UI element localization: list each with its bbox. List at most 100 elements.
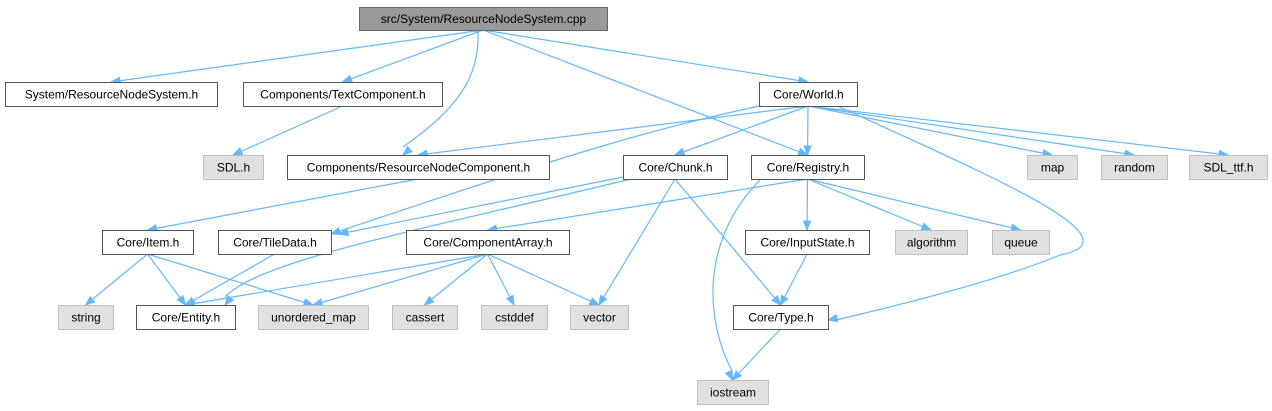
edge-line	[402, 29, 479, 148]
node-label: algorithm	[907, 236, 956, 250]
edge-type-to-iostream	[731, 328, 781, 382]
node-root[interactable]: src/System/ResourceNodeSystem.cpp	[359, 7, 608, 31]
edge-chunk-to-type	[674, 178, 782, 307]
edge-root-to-rescomp	[401, 29, 479, 156]
node-box	[218, 230, 332, 255]
node-box	[136, 305, 236, 330]
node-label: System/ResourceNodeSystem.h	[25, 88, 198, 102]
node-label: Core/InputState.h	[760, 236, 854, 250]
edge-comparr-to-umap	[311, 253, 488, 307]
node-box	[751, 155, 865, 180]
node-chunk[interactable]: Core/Chunk.h	[623, 155, 728, 180]
arrowhead	[779, 294, 789, 307]
node-label: Components/ResourceNodeComponent.h	[307, 161, 530, 175]
node-label: Core/Chunk.h	[638, 161, 712, 175]
node-sys_h[interactable]: System/ResourceNodeSystem.h	[5, 82, 218, 107]
edge-line	[147, 253, 186, 306]
node-sdlttf: SDL_ttf.h	[1189, 155, 1268, 180]
node-random: random	[1101, 155, 1168, 180]
node-item[interactable]: Core/Item.h	[102, 230, 194, 255]
edge-line	[338, 176, 624, 235]
node-string: string	[58, 305, 114, 330]
edge-world-to-type	[826, 105, 1084, 323]
arrowhead	[771, 294, 782, 307]
node-label: Core/World.h	[773, 88, 843, 102]
edge-registry-to-inputstate	[802, 178, 812, 232]
node-cstddef: cstddef	[481, 305, 548, 330]
node-box	[406, 230, 570, 255]
node-box	[1189, 155, 1268, 180]
edge-line	[147, 178, 419, 231]
node-label: SDL_ttf.h	[1203, 161, 1253, 175]
node-comparr[interactable]: Core/ComponentArray.h	[406, 230, 570, 255]
edge-line	[807, 105, 1135, 156]
edge-textcomp-to-sdl	[231, 105, 343, 156]
edge-inputstate-to-type	[779, 253, 808, 307]
node-label: cassert	[406, 311, 445, 325]
node-textcomp[interactable]: Components/TextComponent.h	[243, 82, 443, 107]
node-label: queue	[1004, 236, 1038, 250]
edge-line	[85, 253, 148, 306]
node-registry[interactable]: Core/Registry.h	[751, 155, 865, 180]
edge-world-to-tiledata	[329, 105, 760, 235]
arrowhead	[84, 295, 96, 306]
edge-line	[712, 178, 762, 373]
edge-registry-to-iostream	[712, 178, 762, 382]
edge-line	[807, 178, 1021, 231]
edge-chunk-to-tiledata	[337, 176, 624, 237]
node-label: unordered_map	[271, 311, 356, 325]
edge-root-to-registry	[482, 29, 809, 156]
edge-rescomp-to-item	[146, 178, 419, 233]
edge-line	[110, 29, 484, 83]
node-box	[258, 305, 369, 330]
arrowhead	[826, 313, 839, 323]
node-box	[392, 305, 458, 330]
arrowhead	[231, 147, 244, 156]
arrowhead	[423, 295, 435, 306]
edge-world-to-rescomp	[416, 105, 809, 159]
edge-line	[732, 328, 781, 381]
arrowhead	[505, 294, 515, 307]
edge-line	[487, 253, 600, 306]
edge-line	[598, 178, 676, 306]
node-label: vector	[583, 311, 616, 325]
nodes-layer: src/System/ResourceNodeSystem.cppSystem/…	[5, 7, 1268, 405]
node-tiledata[interactable]: Core/TileData.h	[218, 230, 332, 255]
node-label: Core/Registry.h	[767, 161, 849, 175]
edge-line	[330, 105, 760, 235]
edge-line	[779, 253, 808, 306]
edge-line	[185, 253, 275, 306]
node-label: Core/ComponentArray.h	[423, 236, 552, 250]
node-label: Components/TextComponent.h	[260, 88, 425, 102]
arrowhead	[598, 294, 608, 307]
arrowhead	[724, 369, 734, 382]
node-box	[5, 82, 218, 107]
arrowhead	[920, 222, 933, 231]
node-algorithm: algorithm	[895, 230, 968, 255]
arrowhead	[302, 298, 315, 307]
edge-world-to-map	[807, 105, 1054, 158]
edge-chunk-to-vector	[598, 178, 676, 307]
edge-world-to-sdlttf	[807, 105, 1230, 159]
edge-root-to-textcomp	[341, 29, 484, 83]
node-label: map	[1041, 161, 1065, 175]
node-rescomp[interactable]: Components/ResourceNodeComponent.h	[287, 155, 550, 180]
node-inputstate[interactable]: Core/InputState.h	[745, 230, 870, 255]
arrowhead	[176, 294, 187, 307]
node-entity[interactable]: Core/Entity.h	[136, 305, 236, 330]
node-label: SDL.h	[217, 161, 250, 175]
edge-registry-to-algorithm	[807, 178, 933, 231]
node-box	[759, 82, 858, 107]
node-box	[359, 7, 608, 31]
node-box	[623, 155, 728, 180]
edge-line	[807, 105, 1053, 156]
node-type[interactable]: Core/Type.h	[733, 305, 829, 330]
edge-world-to-chunk	[673, 105, 809, 156]
node-box	[733, 305, 829, 330]
edge-line	[417, 105, 809, 156]
arrowhead	[803, 145, 812, 157]
node-label: iostream	[710, 386, 756, 400]
edge-root-to-world	[482, 29, 810, 85]
node-world[interactable]: Core/World.h	[759, 82, 858, 107]
node-label: random	[1114, 161, 1155, 175]
